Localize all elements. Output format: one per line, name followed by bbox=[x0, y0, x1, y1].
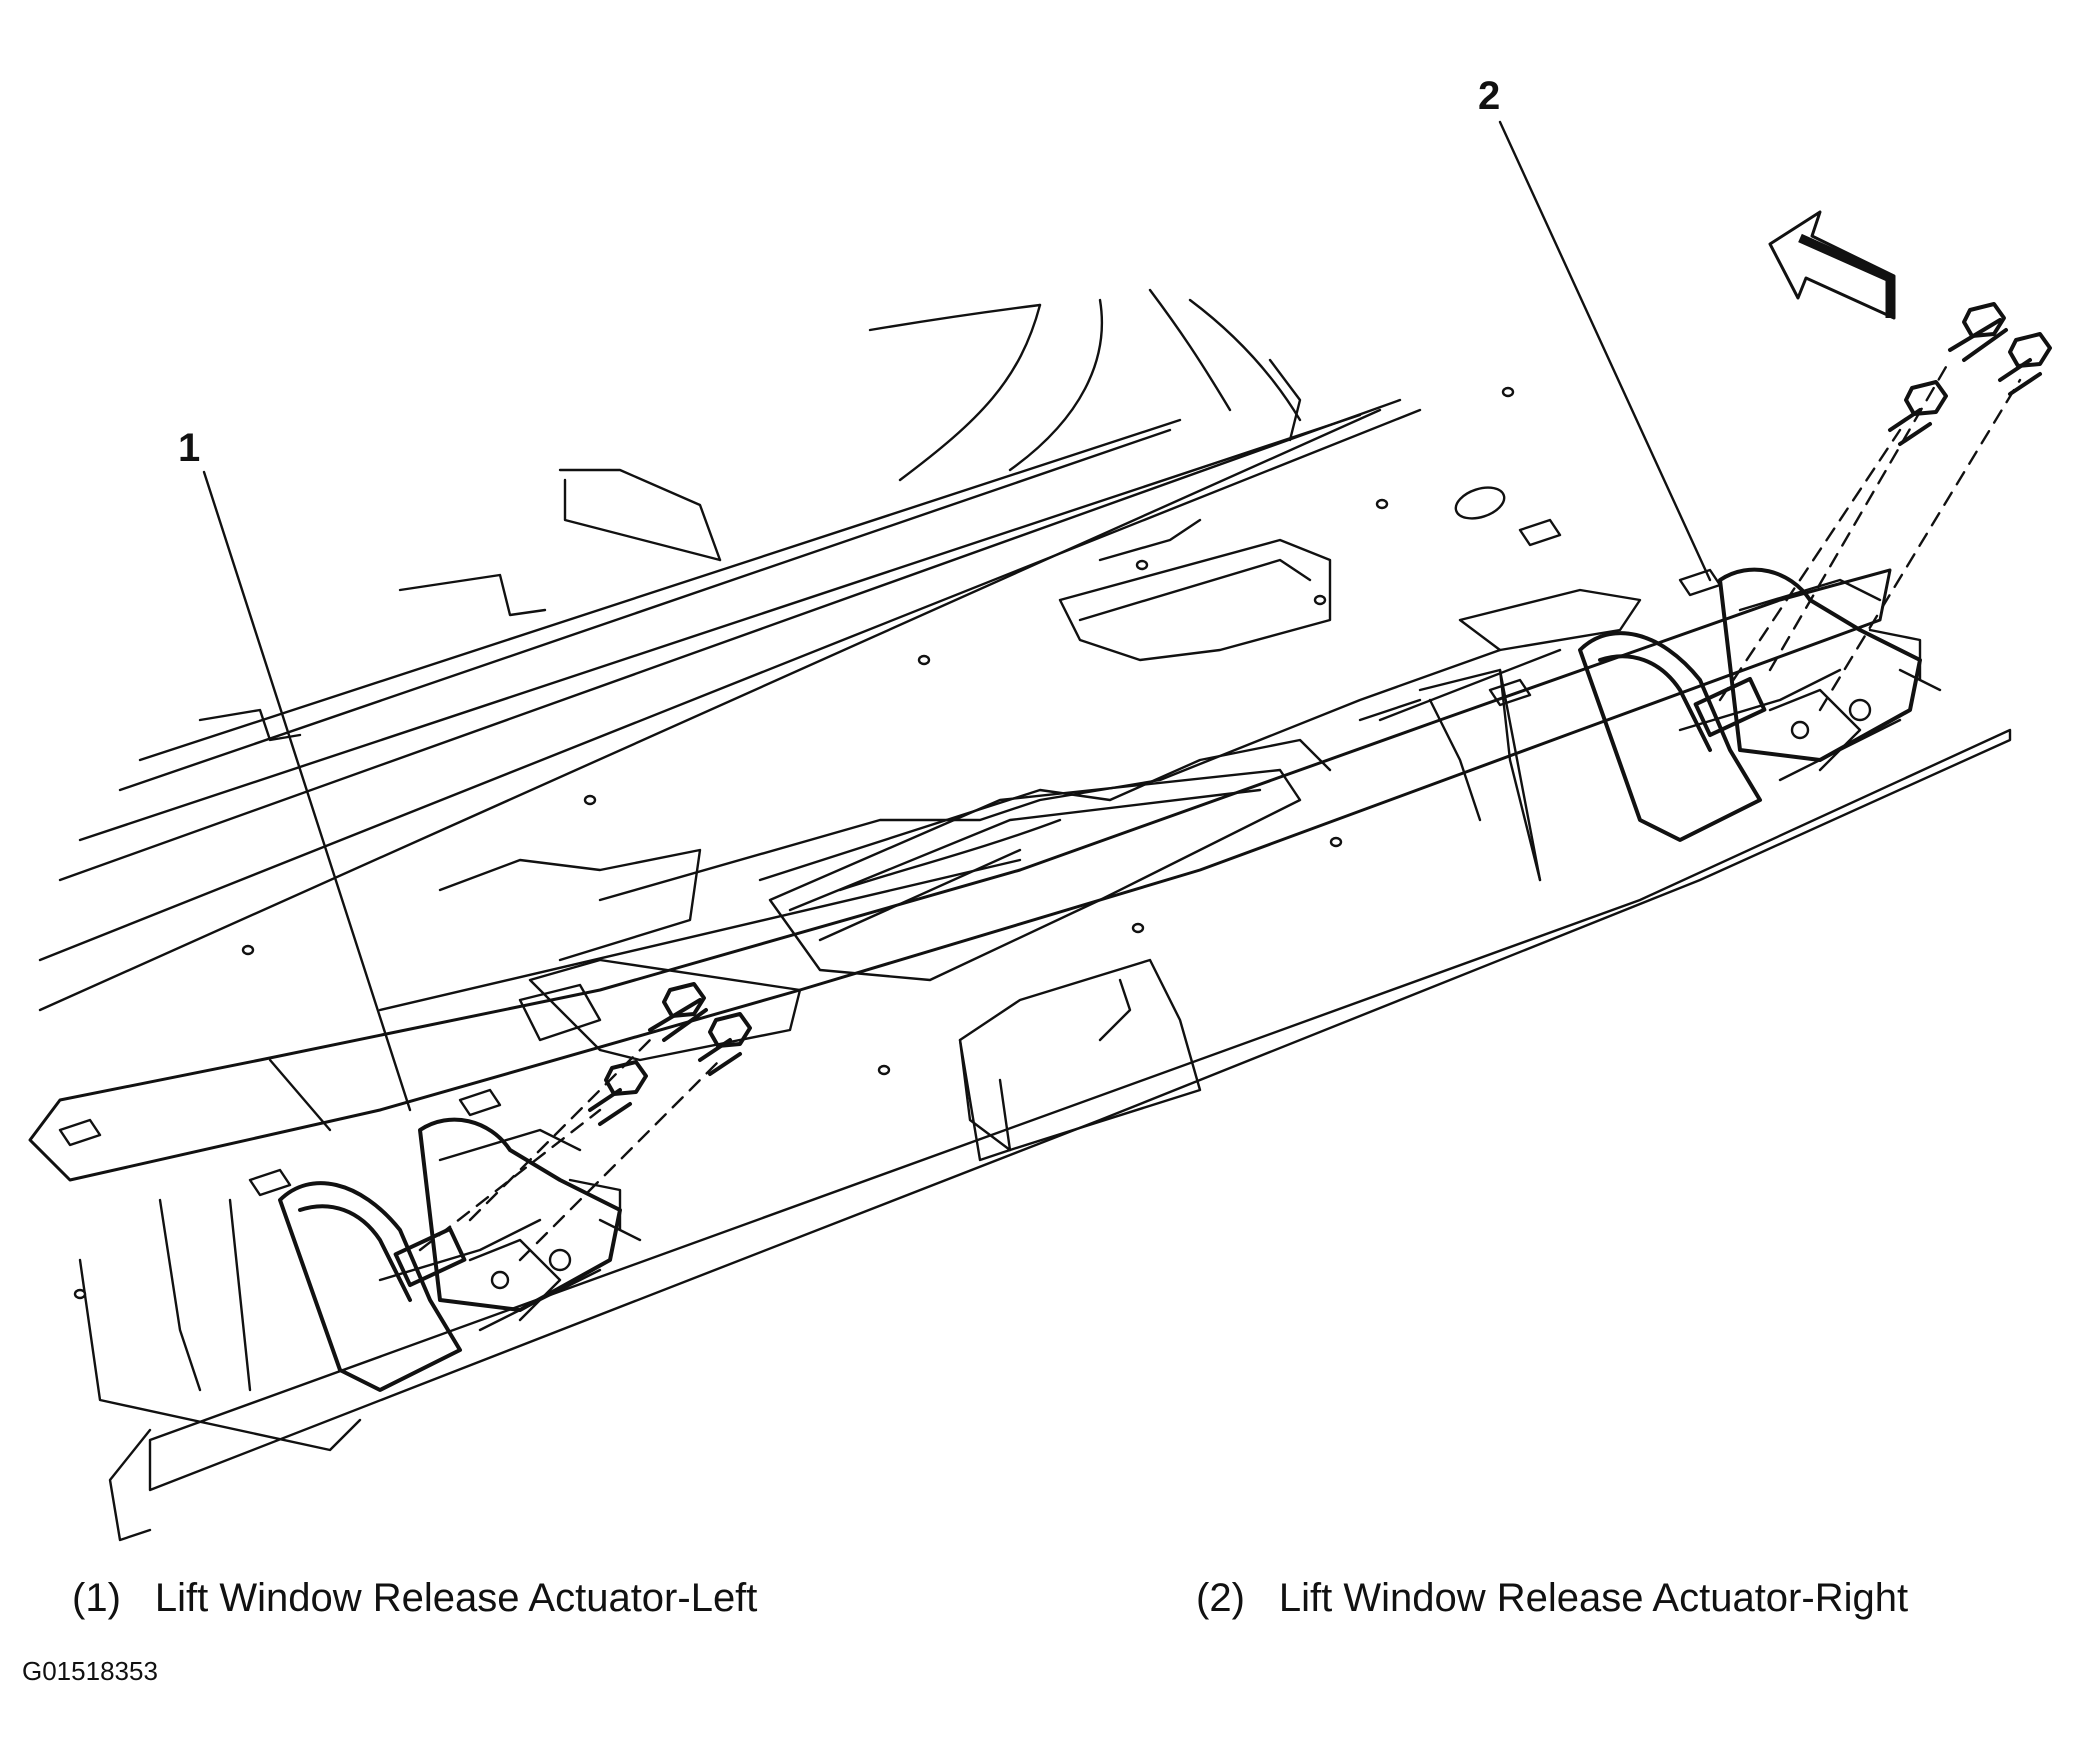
legend-text: Lift Window Release Actuator-Right bbox=[1278, 1576, 1909, 1620]
callout-number-1: 1 bbox=[178, 426, 201, 470]
floor-recesses bbox=[518, 518, 1642, 1062]
actuator-left bbox=[278, 1117, 642, 1392]
fascia-supports bbox=[78, 668, 2012, 1542]
figure-id: G01518353 bbox=[22, 1656, 158, 1686]
legend-index: (2) bbox=[1196, 1576, 1245, 1620]
bolts-left bbox=[418, 982, 752, 1262]
holes bbox=[58, 386, 1722, 1300]
floor-panel bbox=[28, 568, 1892, 1182]
frame-background bbox=[198, 288, 1302, 742]
legend-index: (1) bbox=[72, 1576, 121, 1620]
legend-item-1: (1) Lift Window Release Actuator-Left bbox=[72, 1578, 757, 1618]
callout-number-2: 2 bbox=[1478, 74, 1501, 118]
rails bbox=[38, 398, 1422, 1012]
legend-text: Lift Window Release Actuator-Left bbox=[154, 1576, 758, 1620]
direction-arrow-icon bbox=[1768, 210, 1896, 320]
actuator-right bbox=[1578, 567, 1942, 842]
leader-lines bbox=[202, 120, 1712, 1112]
bolts-right bbox=[1718, 302, 2052, 712]
legend-item-2: (2) Lift Window Release Actuator-Right bbox=[1196, 1578, 1908, 1618]
